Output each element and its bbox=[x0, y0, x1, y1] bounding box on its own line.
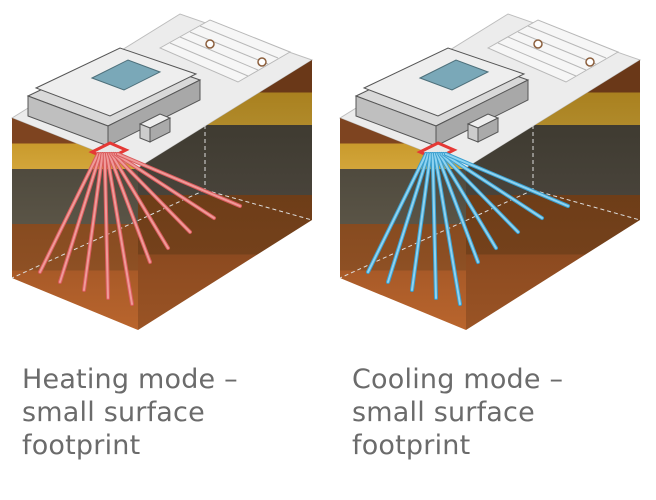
ground-loops bbox=[38, 152, 242, 306]
borehole-loop-core bbox=[387, 153, 430, 283]
borehole-loop-core bbox=[444, 153, 569, 207]
caption-line: footprint bbox=[352, 430, 471, 461]
soil-side-face bbox=[466, 60, 640, 330]
borehole-loop-core bbox=[39, 153, 100, 273]
ground-loops bbox=[366, 152, 570, 306]
tree-icon bbox=[205, 39, 215, 49]
building bbox=[354, 47, 530, 147]
borehole-loop-core bbox=[59, 153, 102, 283]
tree-icon bbox=[585, 57, 595, 67]
tree-icon bbox=[257, 57, 267, 67]
borehole-loop-core bbox=[442, 153, 543, 219]
caption-line: Heating mode – bbox=[22, 364, 238, 395]
caption-line: small surface bbox=[352, 397, 535, 428]
soil-side-face bbox=[138, 60, 312, 330]
heating-diagram bbox=[10, 13, 314, 330]
borehole-loop-core bbox=[105, 153, 133, 305]
borehole-loop-core bbox=[83, 153, 104, 291]
borehole-loop-core bbox=[433, 153, 461, 305]
heating-panel: Heating mode – small surface footprint bbox=[10, 13, 322, 462]
parking-lot bbox=[486, 19, 620, 83]
borehole-loop-core bbox=[114, 153, 215, 219]
parking-lot bbox=[158, 19, 292, 83]
cooling-caption: Cooling mode – small surface footprint bbox=[352, 363, 652, 462]
tree-icon bbox=[533, 39, 543, 49]
borehole-loop-core bbox=[112, 153, 191, 233]
caption-line: small surface bbox=[22, 397, 205, 428]
borehole-loop-core bbox=[440, 153, 519, 233]
borehole-loop-core bbox=[436, 153, 479, 263]
cooling-diagram bbox=[338, 13, 642, 330]
borehole-loop-core bbox=[103, 153, 109, 299]
borehole-loop-core bbox=[431, 153, 437, 299]
borehole-loop-core bbox=[116, 153, 241, 207]
building bbox=[26, 47, 202, 147]
borehole-loop-core bbox=[438, 153, 497, 249]
borehole-loop-core bbox=[108, 153, 151, 263]
caption-line: Cooling mode – bbox=[352, 364, 564, 395]
borehole-loop-core bbox=[110, 153, 169, 249]
cooling-panel: Cooling mode – small surface footprint bbox=[328, 0, 656, 500]
heating-caption: Heating mode – small surface footprint bbox=[22, 363, 322, 462]
caption-line: footprint bbox=[22, 430, 141, 461]
borehole-loop-core bbox=[367, 153, 428, 273]
borehole-loop-core bbox=[411, 153, 432, 291]
